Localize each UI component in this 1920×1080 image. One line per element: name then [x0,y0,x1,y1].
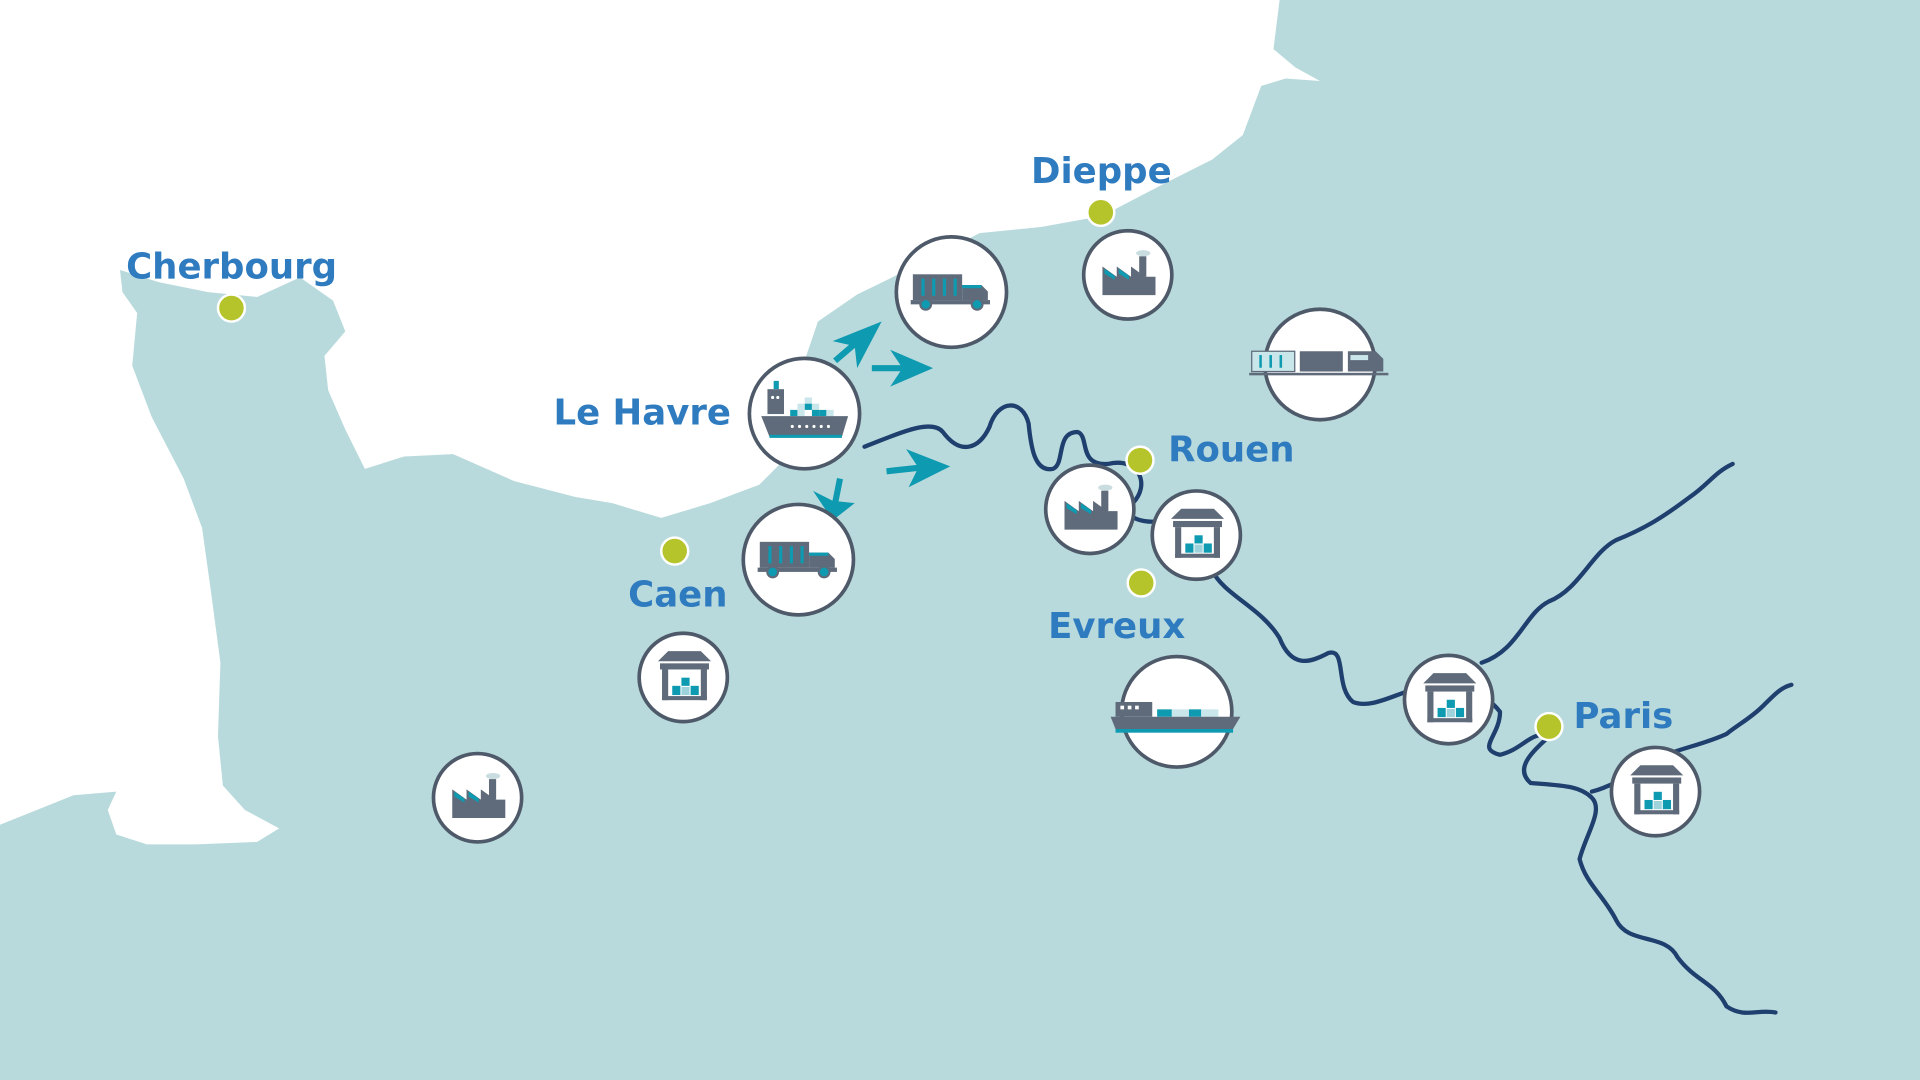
city-label-caen: Caen [628,574,727,615]
hub-freight-train[interactable] [1248,307,1389,422]
city-dot-cherbourg[interactable] [216,293,247,323]
english-channel [0,0,1320,845]
hub-truck-north[interactable] [894,235,1009,350]
hub-warehouse-paris[interactable] [1609,745,1702,838]
city-dot-rouen[interactable] [1125,445,1155,475]
city-label-evreux: Evreux [1048,606,1185,647]
city-label-paris: Paris [1573,696,1673,737]
arrow-icon [871,349,934,387]
arrow-icon [886,449,951,488]
city-label-dieppe: Dieppe [1031,151,1172,192]
flow-arrows [813,321,951,521]
city-dot-dieppe[interactable] [1086,197,1116,228]
hub-factory-rouen[interactable] [1043,463,1136,556]
city-label-le-havre: Le Havre [553,393,730,434]
city-label-rouen: Rouen [1168,429,1294,470]
hub-truck-south[interactable] [741,502,856,617]
arrow-icon [813,478,855,521]
hub-le-havre-port[interactable] [747,356,862,471]
hub-warehouse-caen[interactable] [637,631,730,724]
arrow-icon [832,321,882,369]
hub-warehouse-rouen[interactable] [1150,489,1243,582]
hub-warehouse-seine[interactable] [1402,653,1495,746]
city-dot-caen[interactable] [660,536,690,566]
city-dot-evreux[interactable] [1126,568,1156,598]
hub-factory-southwest[interactable] [431,751,524,844]
hub-river-barge[interactable] [1110,654,1241,769]
hub-factory-dieppe[interactable] [1081,228,1174,321]
city-dot-paris[interactable] [1534,711,1564,742]
city-label-cherbourg: Cherbourg [126,247,337,288]
